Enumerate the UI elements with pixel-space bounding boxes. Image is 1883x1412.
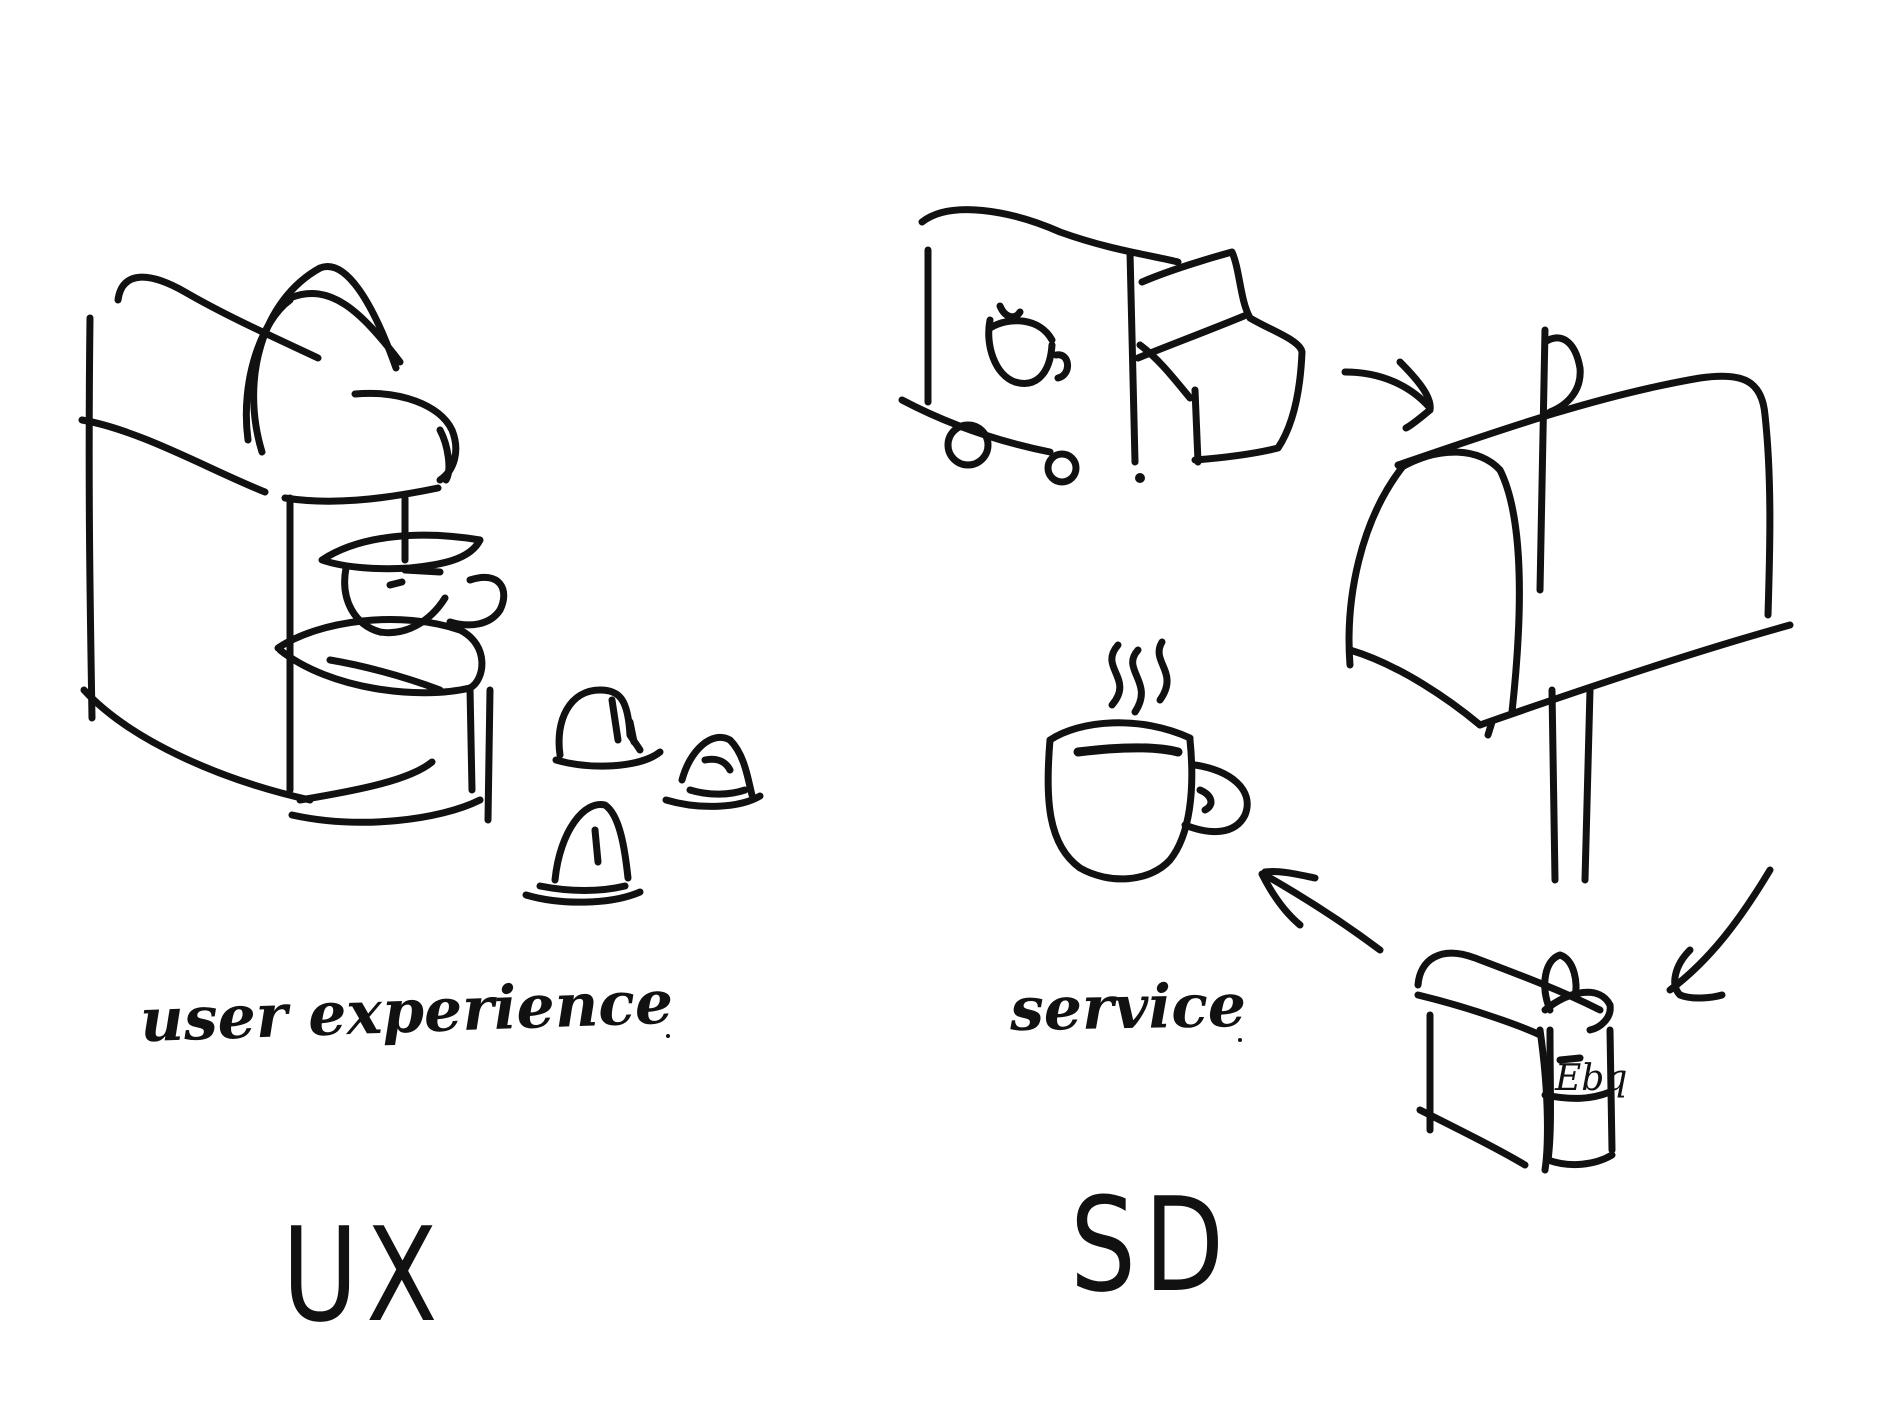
tin-mark: Ebq: [1554, 1058, 1627, 1099]
coffee-cup-icon: [1044, 638, 1251, 883]
sd-title: SD: [1070, 1168, 1233, 1322]
coffee-capsule-icon: [522, 801, 644, 906]
ux-title: UX: [282, 1198, 446, 1352]
arrow-icon: [1258, 868, 1384, 954]
arrow-icon: [1666, 866, 1774, 1002]
delivery-truck-icon: [898, 206, 1306, 486]
service-caption: service: [1009, 970, 1247, 1046]
coffee-capsule-icon: [662, 733, 764, 810]
coffee-capsule-icon: [552, 686, 664, 770]
mailbox-icon: [1345, 326, 1794, 884]
capsule-tin-icon: Ebq: [1414, 949, 1627, 1174]
user-experience-caption: user experience: [138, 967, 675, 1057]
coffee-machine-icon: [78, 263, 508, 826]
arrow-icon: [1341, 358, 1434, 432]
